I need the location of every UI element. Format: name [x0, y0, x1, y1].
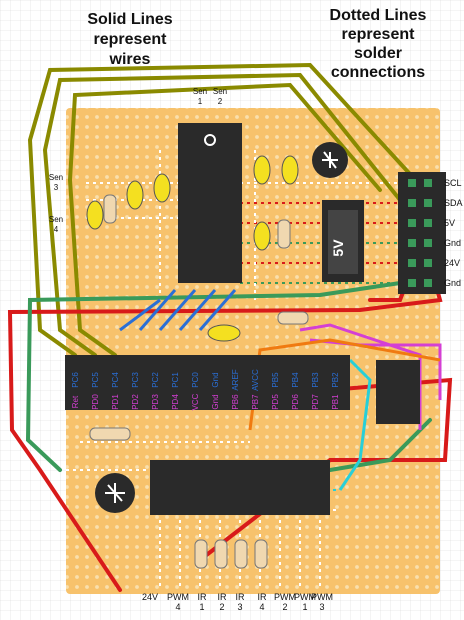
bottom-label: PWM: [167, 592, 189, 602]
header-pin: [424, 219, 432, 227]
mcu-top-pins: PC6 PC5 PC4 PC3 PC2 PC1 PC0 Gnd AREF AVCC PB5 PB4 PB…: [71, 369, 340, 391]
mcu-bottom-pin: PD2: [131, 394, 140, 410]
legend-solid-line: represent: [94, 31, 168, 48]
bottom-label: 4: [259, 602, 264, 612]
programming-header: [376, 360, 420, 424]
resistors: [89, 194, 309, 569]
sensor-label-sen1: 1: [198, 97, 203, 106]
header-pin: [408, 219, 416, 227]
yellow-capacitors: [86, 155, 299, 342]
mcu-top-pin: PC0: [191, 372, 200, 388]
header-pin: [408, 259, 416, 267]
bottom-label: PWM: [274, 592, 296, 602]
header-pin: [408, 179, 416, 187]
mcu-top-pin: AVCC: [251, 369, 260, 391]
microcontroller: [65, 355, 350, 410]
legend-dotted-line: Dotted Lines: [330, 7, 427, 24]
mcu-bottom-pin: VCC: [191, 393, 200, 410]
legend-solid-line: Solid Lines: [87, 11, 172, 28]
header-connector: [398, 172, 446, 294]
bottom-label: PWM: [294, 592, 316, 602]
bottom-label: PWM: [311, 592, 333, 602]
mcu-top-pin: PB3: [311, 372, 320, 388]
mcu-bottom-pin: PD3: [151, 394, 160, 410]
mcu-bottom-pin: PD1: [111, 394, 120, 410]
legend-solid-line: wires: [109, 51, 151, 68]
sensor-label-sen4: 4: [54, 225, 59, 234]
header-pin: [424, 239, 432, 247]
mcu-top-pin: PC2: [151, 372, 160, 388]
sensor-label-sen4: Sen: [49, 215, 63, 224]
header-pin-label: SCL: [444, 178, 462, 188]
legend-dotted-line: represent: [342, 26, 416, 43]
regulator-label: 5V: [330, 239, 346, 257]
header-pin: [424, 259, 432, 267]
mcu-bottom-pin: PD7: [311, 394, 320, 410]
mcu-top-pin: AREF: [231, 369, 240, 390]
sensor-label-sen2: 2: [218, 97, 223, 106]
mcu-top-pin: Gnd: [211, 372, 220, 387]
driver-chip: [150, 460, 330, 515]
cyan-wires: [338, 358, 372, 491]
mcu-top-pin: PB5: [271, 372, 280, 388]
header-pin: [424, 179, 432, 187]
bottom-label: IR: [218, 592, 228, 602]
header-labels: SCL SDA 5V Gnd 24V Gnd: [408, 178, 463, 288]
header-pin: [408, 239, 416, 247]
sensor-label-sen2: Sen: [213, 87, 227, 96]
mcu-bottom-pin: Ret: [71, 395, 80, 408]
mcu-bottom-pin: PD0: [91, 394, 100, 410]
bottom-label: IR: [198, 592, 208, 602]
mcu-bottom-pins: Ret PD0 PD1 PD2 PD3 PD4 VCC Gnd PB6 PB7 PD5 PD6 PD7 P…: [71, 393, 340, 410]
green-wires: [25, 281, 432, 472]
header-pin-label: 24V: [444, 258, 460, 268]
header-pin: [424, 199, 432, 207]
mcu-top-pin: PB4: [291, 372, 300, 388]
header-pin: [424, 279, 432, 287]
bottom-label: 3: [237, 602, 242, 612]
bottom-label: 2: [219, 602, 224, 612]
mcu-top-pin: PC6: [71, 372, 80, 388]
bottom-label: 2: [282, 602, 287, 612]
legend-dotted-line: solder: [354, 45, 402, 62]
regulator-body: [328, 210, 358, 274]
mcu-top-pin: PC1: [171, 372, 180, 388]
bottom-label: IR: [236, 592, 246, 602]
bottom-label: 4: [175, 602, 180, 612]
sensor-label-sen1: Sen: [193, 87, 207, 96]
mcu-bottom-pin: PB1: [331, 394, 340, 410]
header-pin: [408, 199, 416, 207]
header-pin-label: Gnd: [444, 238, 461, 248]
bottom-label: 24V: [142, 592, 158, 602]
bottom-label: 1: [302, 602, 307, 612]
header-pin-label: 5V: [444, 218, 455, 228]
mcu-top-pin: PC5: [91, 372, 100, 388]
mcu-bottom-pin: PB6: [231, 394, 240, 410]
header-pin-label: Gnd: [444, 278, 461, 288]
mcu-bottom-pin: PD6: [291, 394, 300, 410]
sensor-label-sen3: Sen: [49, 173, 63, 182]
legend-dotted-line: connections: [331, 64, 425, 81]
bottom-label: 1: [199, 602, 204, 612]
mcu-bottom-pin: PD4: [171, 394, 180, 410]
mcu-bottom-pin: Gnd: [211, 394, 220, 409]
mcu-top-pin: PC4: [111, 372, 120, 388]
mcu-bottom-pin: PD5: [271, 394, 280, 410]
sensor-label-sen3: 3: [54, 183, 59, 192]
sensor-chip: [178, 123, 242, 283]
chip-notch: [204, 134, 216, 146]
mcu-bottom-pin: PB7: [251, 394, 260, 410]
header-pin-label: SDA: [444, 198, 463, 208]
legend-dotted: Dotted Lines represent solder connections: [330, 7, 427, 81]
bottom-label: 3: [319, 602, 324, 612]
bottom-label: IR: [258, 592, 268, 602]
legend-solid: Solid Lines represent wires: [87, 11, 172, 68]
header-pin: [408, 279, 416, 287]
mcu-top-pin: PB2: [331, 372, 340, 388]
mcu-top-pin: PC3: [131, 372, 140, 388]
